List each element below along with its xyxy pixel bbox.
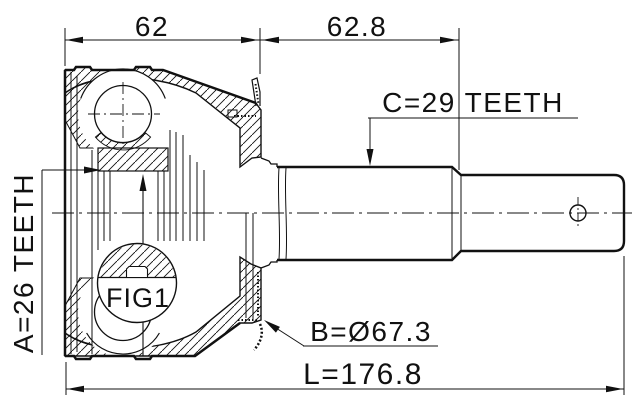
boot-lip-top xyxy=(227,77,261,118)
dimension-62-label: 62 xyxy=(135,11,169,42)
dimension-annotations xyxy=(41,28,625,395)
b-leader-line xyxy=(275,327,305,347)
inner-spline-lines xyxy=(103,130,254,320)
bell-shaft-hooks xyxy=(260,157,278,269)
fig1-detail-balloon: FIG1 xyxy=(96,174,178,356)
fig1-label: FIG1 xyxy=(106,283,170,313)
boot-seat-bottom xyxy=(238,272,263,351)
dimension-62-8-label: 62.8 xyxy=(327,11,388,42)
ball-centerlines xyxy=(88,82,160,148)
boot-edge-flap xyxy=(253,323,263,351)
fig1-spline-tooth-profile xyxy=(125,265,149,279)
b-diameter-label: B=Ø67.3 xyxy=(310,316,432,347)
l-length-label: L=176.8 xyxy=(303,358,423,391)
inner-race-section xyxy=(97,147,169,172)
a-teeth-label: A=26 TEETH xyxy=(8,173,39,353)
fig1-arrowhead xyxy=(139,174,147,191)
dimension-arrowheads xyxy=(66,36,623,393)
cage-arc-bottom xyxy=(86,332,160,355)
c-teeth-label: C=29 TEETH xyxy=(382,87,564,118)
